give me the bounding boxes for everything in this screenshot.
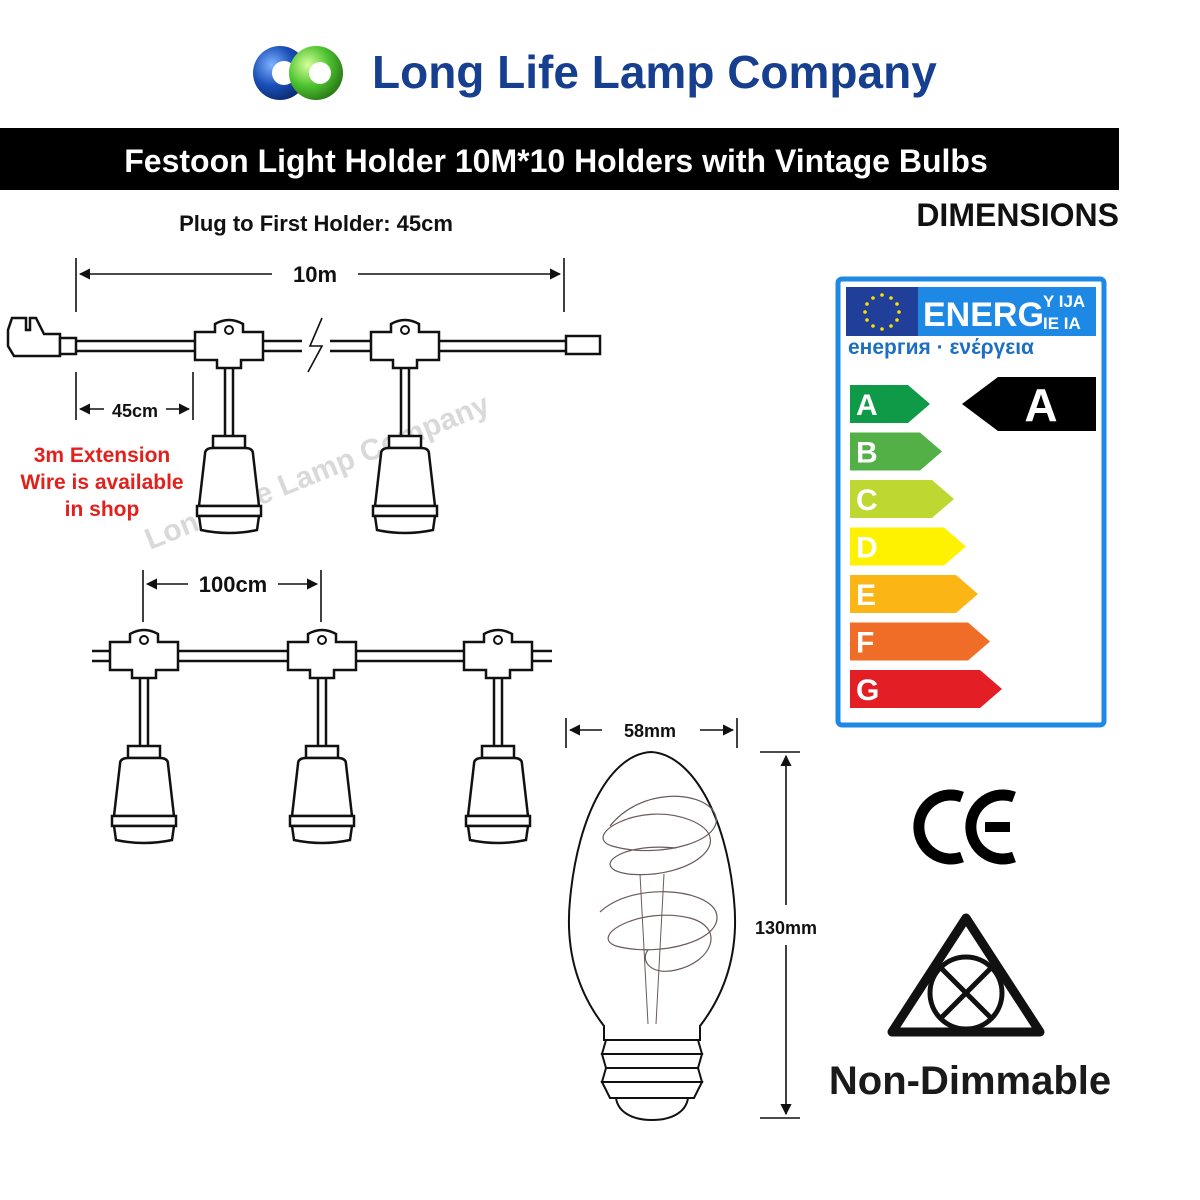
title-bar [0,128,1119,190]
energy-class-bar-c [850,480,954,518]
end-cap [564,334,602,356]
holder-5 [462,628,534,845]
non-dimmable-label: Non-Dimmable [829,1059,1111,1103]
holder-spacing-label: 100cm [199,572,268,597]
energy-header-main: ENERG [923,296,1044,334]
energy-class-letter-g: G [856,674,879,707]
break-icon [307,317,324,373]
extension-note-line-3: in shop [65,498,140,521]
extension-note-line-1: 3m Extension [34,444,171,467]
energy-class-letter-d: D [856,532,878,565]
bulb-width-label: 58mm [624,721,676,741]
energy-class-letter-c: C [856,484,878,517]
vintage-bulb-icon [568,750,736,1122]
energy-class-bar-f [850,622,990,661]
extension-note-line-2: Wire is available [20,471,183,494]
energy-label: ENERG Y IJA IE IA енергия · ενέργεια ABC… [835,276,1107,728]
ce-mark-icon [913,789,1016,865]
energy-header-top: Y IJA [1043,292,1085,311]
plug-to-first-holder-label: Plug to First Holder: 45cm [179,211,453,236]
brand-logo [253,46,343,100]
energy-class-letter-e: E [856,579,876,612]
plug-icon [6,316,78,358]
energy-rating-arrow [962,377,1096,431]
energy-subtitle: енергия · ενέργεια [848,336,1034,359]
product-title: Festoon Light Holder 10M*10 Holders with… [124,143,988,179]
energy-class-letter-f: F [856,627,874,660]
energy-header-bottom: IE IA [1043,314,1081,333]
dimensions-heading: DIMENSIONS [916,197,1119,233]
holder-4 [286,628,358,845]
energy-class-bar-e [850,575,978,613]
holder-3 [108,628,180,845]
energy-class-bar-b [850,432,942,471]
energy-class-letter-b: B [856,437,878,470]
bulb-height-label: 130mm [755,918,817,938]
energy-rating: A [1024,379,1057,431]
energy-class-letter-a: A [856,389,878,422]
brand-name: Long Life Lamp Company [372,46,937,98]
holder-1 [193,318,265,535]
energy-class-bar-a [850,385,930,423]
plug-offset-label: 45cm [112,401,158,421]
total-length-label: 10m [293,262,337,287]
energy-class-bar-g [850,670,1002,708]
non-dimmable-icon [887,913,1045,1037]
energy-class-bar-d [850,527,966,566]
